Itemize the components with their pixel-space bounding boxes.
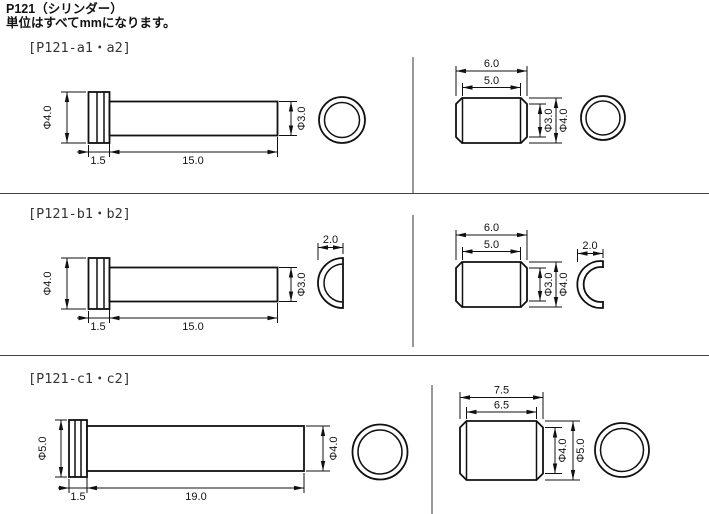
dim-collar-inner-diameter-label: Φ4.0 — [557, 438, 569, 462]
dim-collar-outer-diameter-label: Φ4.0 — [558, 108, 570, 132]
dim-shaft-diameter-label: Φ3.0 — [296, 272, 308, 296]
section-label: [P121-b1・b2] — [28, 206, 131, 222]
dim-collar-outer-length-label: 6.0 — [484, 58, 499, 70]
pin-dimensions: Φ4.0 Φ3.0 1.5 15.0 — [42, 91, 308, 167]
dim-collar-outer-length-label: 6.0 — [484, 222, 499, 234]
inner-circle — [323, 101, 361, 139]
collar-outline — [459, 420, 544, 481]
collar-outline — [455, 261, 528, 308]
dim-collar-outer-diameter-label: Φ4.0 — [558, 272, 570, 296]
dim-collar-outer-diameter-label: Φ5.0 — [575, 438, 587, 462]
half-pipe-inner — [323, 263, 344, 303]
half-pipe-outer — [317, 257, 344, 309]
collar-end-view — [580, 95, 626, 141]
dim-half-width-label: 2.0 — [582, 240, 597, 252]
collar-side-view — [455, 97, 528, 144]
dim-shaft-length-label: 19.0 — [185, 491, 206, 503]
section-label: [P121-a1・a2] — [28, 40, 131, 56]
pin-head — [87, 257, 111, 310]
pin-dimensions: Φ5.0 Φ4.0 1.5 19.0 — [37, 419, 340, 503]
outer-circle — [580, 95, 626, 141]
pin-end-view — [318, 96, 366, 144]
dim-collar-body-length-label: 5.0 — [484, 75, 499, 87]
pin-head — [68, 419, 88, 478]
pin-shaft — [108, 100, 279, 137]
dim-head-length-label: 1.5 — [90, 321, 105, 333]
dim-collar-outer-length-label: 7.5 — [494, 385, 509, 397]
dim-collar-inner-diameter-label: Φ3.0 — [543, 108, 555, 132]
pin-head — [87, 91, 111, 144]
pin-side-view — [68, 419, 305, 478]
collar-end-view — [594, 422, 650, 478]
pin-side-view — [87, 91, 279, 144]
pin-side-view — [87, 257, 279, 310]
dim-collar-body-length-label: 5.0 — [484, 239, 499, 251]
page-title: P121（シリンダー） — [6, 1, 123, 16]
dim-head-length-label: 1.5 — [90, 155, 105, 167]
dim-shaft-diameter-label: Φ3.0 — [296, 106, 308, 130]
outer-circle — [318, 96, 366, 144]
dim-head-diameter-label: Φ4.0 — [42, 271, 54, 295]
collar-outline — [455, 97, 528, 144]
dim-shaft-length-label: 15.0 — [182, 155, 203, 167]
collar-side-view — [459, 420, 544, 481]
pin-end-view — [351, 423, 409, 481]
section-p121-b: [P121-b1・b2] Φ4.0 Φ3.0 1.5 15.0 — [28, 206, 604, 347]
dim-collar-body-length-label: 6.5 — [494, 400, 509, 412]
outer-circle — [351, 423, 409, 481]
dim-head-length-label: 1.5 — [70, 491, 85, 503]
page-subtitle: 単位はすべてmmになります。 — [6, 15, 176, 30]
pin-half-end-view: 2.0 — [317, 234, 344, 309]
dim-head-diameter-label: Φ5.0 — [37, 436, 49, 460]
section-label: [P121-c1・c2] — [28, 371, 131, 387]
inner-circle — [585, 100, 621, 136]
section-p121-a: [P121-a1・a2] Φ4.0 Φ3.0 1.5 15.0 — [28, 40, 626, 193]
c-ring — [576, 260, 604, 309]
inner-circle — [599, 427, 645, 473]
collar-dimensions: 6.0 5.0 Φ3.0 Φ4.0 — [455, 58, 570, 144]
pin-shaft — [108, 266, 279, 303]
dim-head-diameter-label: Φ4.0 — [42, 105, 54, 129]
collar-half-end-view: 2.0 — [576, 240, 604, 309]
inner-circle — [357, 429, 403, 475]
dim-shaft-diameter-label: Φ4.0 — [328, 436, 340, 460]
pin-shaft — [86, 425, 305, 472]
outer-circle — [594, 422, 650, 478]
pin-dimensions: Φ4.0 Φ3.0 1.5 15.0 — [42, 257, 308, 333]
dim-shaft-length-label: 15.0 — [182, 321, 203, 333]
dim-collar-inner-diameter-label: Φ3.0 — [543, 272, 555, 296]
collar-dimensions: 7.5 6.5 Φ4.0 Φ5.0 — [459, 385, 587, 481]
collar-dimensions: 6.0 5.0 Φ3.0 Φ4.0 — [455, 222, 570, 308]
dim-half-width-label: 2.0 — [323, 234, 338, 246]
collar-side-view — [455, 261, 528, 308]
section-p121-c: [P121-c1・c2] Φ5.0 Φ4.0 1.5 19.0 — [28, 371, 650, 514]
